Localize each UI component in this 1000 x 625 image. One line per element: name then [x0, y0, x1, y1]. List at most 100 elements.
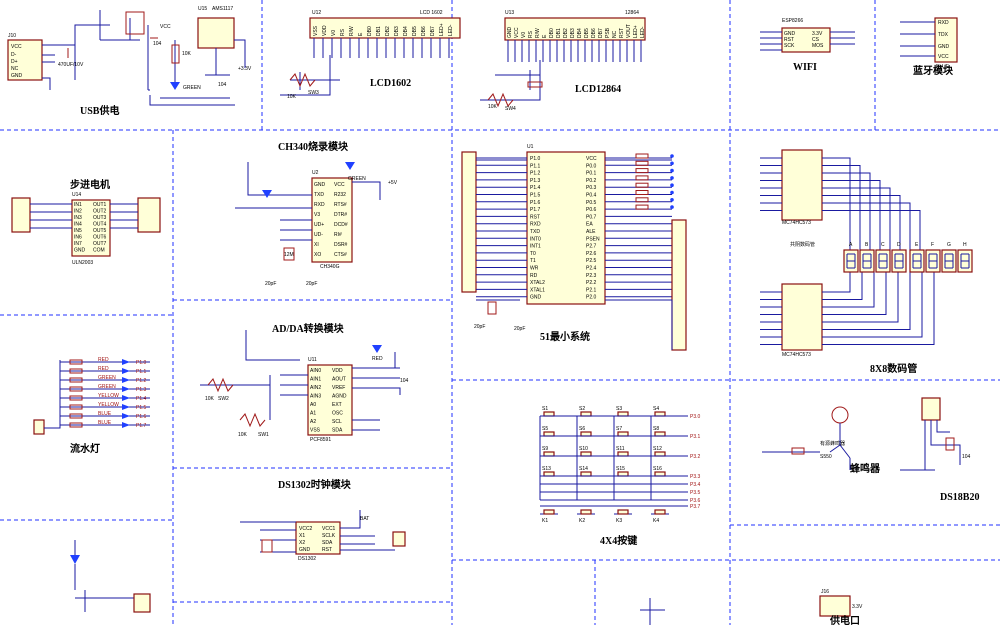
lcd12864-pin-label: DB1: [556, 28, 562, 38]
ch340-pin-label: DSR#: [334, 242, 348, 248]
mcu-pin-label: P0.5: [586, 200, 597, 206]
svg-text:ULN2003: ULN2003: [72, 260, 93, 266]
svg-text:104: 104: [962, 454, 971, 460]
led-resistor: [69, 359, 83, 365]
svg-text:U11: U11: [308, 357, 317, 363]
led-icon: [122, 422, 130, 428]
bluetooth-module: RXD TDX GND VCC BLUE 蓝牙模块: [900, 17, 958, 77]
key-port-label: P3.2: [690, 454, 701, 460]
tube-segment-wire: [822, 202, 911, 250]
uln-pin-label: OUT4: [93, 222, 107, 228]
lcd1602-title: LCD1602: [370, 78, 411, 89]
led-icon: [122, 368, 130, 374]
lcd12864-pin-label: DB3: [570, 28, 576, 38]
svg-text:MC74HC573: MC74HC573: [782, 352, 811, 358]
usb-title: USB供电: [80, 104, 119, 117]
segment-letter: F: [931, 242, 934, 248]
led-color-label: RED: [98, 357, 109, 363]
ds1302-module: DS1302时钟模块 DS1302 VCC2 X1 X2 GND VCC1 SC…: [240, 478, 406, 562]
svg-text:DS1302: DS1302: [298, 556, 316, 562]
led-icon: [122, 377, 130, 383]
pcf-pin-label: VSS: [310, 428, 321, 434]
lcd12864-pin-label: DB6: [591, 28, 597, 38]
mcu-pin-label: GND: [530, 295, 542, 301]
pcf-pin-label: AIN1: [310, 377, 321, 383]
mcu-pin-label: ALE: [586, 229, 596, 235]
mcu-pin-label: P1.7: [530, 207, 541, 213]
key-port-label: P3.6: [690, 498, 701, 504]
led-color-label: GREEN: [98, 384, 116, 390]
svg-text:SW2: SW2: [218, 396, 229, 402]
svg-text:GREEN: GREEN: [348, 176, 366, 182]
key-cap: [654, 509, 666, 515]
buzzer-icon: [831, 406, 849, 424]
uln-pin-label: IN4: [74, 222, 82, 228]
mcu-pin-label: P1.4: [530, 185, 541, 191]
key-cap: [543, 431, 555, 437]
lcd1602-chip: [309, 17, 461, 39]
led-port-label: P1.0: [136, 360, 147, 366]
lcd1602-pin-label: V0: [331, 30, 337, 36]
key-cap: [617, 411, 629, 417]
key-label: S16: [653, 466, 662, 472]
mcu-pin-label: P0.6: [586, 207, 597, 213]
ch340-pin-label: DCD#: [334, 222, 348, 228]
svg-text:104: 104: [218, 82, 227, 88]
lcd12864-chip: [504, 17, 646, 41]
key-port-label: P3.1: [690, 434, 701, 440]
key-label: S8: [653, 426, 659, 432]
key-label: S5: [542, 426, 548, 432]
bluetooth-title: 蓝牙模块: [913, 64, 954, 77]
pcf-pin-label: A0: [310, 402, 316, 408]
key-cap: [617, 509, 629, 515]
lcd12864-pin-label: DB4: [577, 28, 583, 38]
mcu-pin-label: T1: [530, 258, 536, 264]
lcd1602-pin-label: R/W: [349, 26, 355, 36]
led-icon: [122, 404, 130, 410]
mcu-pin-label: RST: [530, 214, 540, 220]
header-pin-dot: [670, 198, 674, 202]
pcf-pin-label: SCL: [332, 419, 342, 425]
led-resistor: [69, 413, 83, 419]
header-pin-dot: [670, 176, 674, 180]
svg-text:GND: GND: [11, 73, 23, 79]
key-label: K1: [542, 518, 548, 524]
key-cap: [580, 509, 592, 515]
led-port-label: P1.2: [136, 378, 147, 384]
mcu-pin-label: P0.1: [586, 171, 597, 177]
key-label: K2: [579, 518, 585, 524]
key-port-label: P3.7: [690, 504, 701, 510]
svg-text:RED: RED: [372, 356, 383, 362]
ams1117-chip: [197, 17, 235, 49]
svg-text:U12: U12: [312, 10, 321, 16]
svg-text:VCC2: VCC2: [299, 526, 313, 532]
ds1302-title: DS1302时钟模块: [278, 478, 352, 491]
ch340-pin-label: DTR#: [334, 212, 347, 218]
tube-title: 8X8数码管: [870, 362, 917, 375]
svg-text:MC74HC573: MC74HC573: [782, 220, 811, 226]
mcu-pin-label: INT0: [530, 236, 541, 242]
segment-lines: [878, 253, 888, 269]
uln-pin-label: GND: [74, 248, 86, 254]
mcu-pin-label: P1.5: [530, 193, 541, 199]
mcu-pin-label: P1.0: [530, 156, 541, 162]
tube-segment-wire: [822, 187, 891, 250]
power-led-icon: [170, 82, 180, 90]
lcd12864-pin-label: VCC: [514, 27, 520, 38]
tube-segment-wire: [822, 172, 871, 250]
keypad-title: 4X4按键: [600, 534, 638, 547]
svg-text:VCC1: VCC1: [322, 526, 336, 532]
pcf-pin-label: A1: [310, 411, 316, 417]
svg-text:RST: RST: [322, 547, 332, 553]
key-label: S6: [579, 426, 585, 432]
pcf-pin-label: AIN0: [310, 368, 321, 374]
key-label: S10: [579, 446, 588, 452]
adda-title: AD/DA转换模块: [272, 322, 345, 335]
lcd12864-pin-label: DB2: [563, 28, 569, 38]
led-icon: [122, 359, 130, 365]
mcu-pin-label: P1.1: [530, 163, 541, 169]
